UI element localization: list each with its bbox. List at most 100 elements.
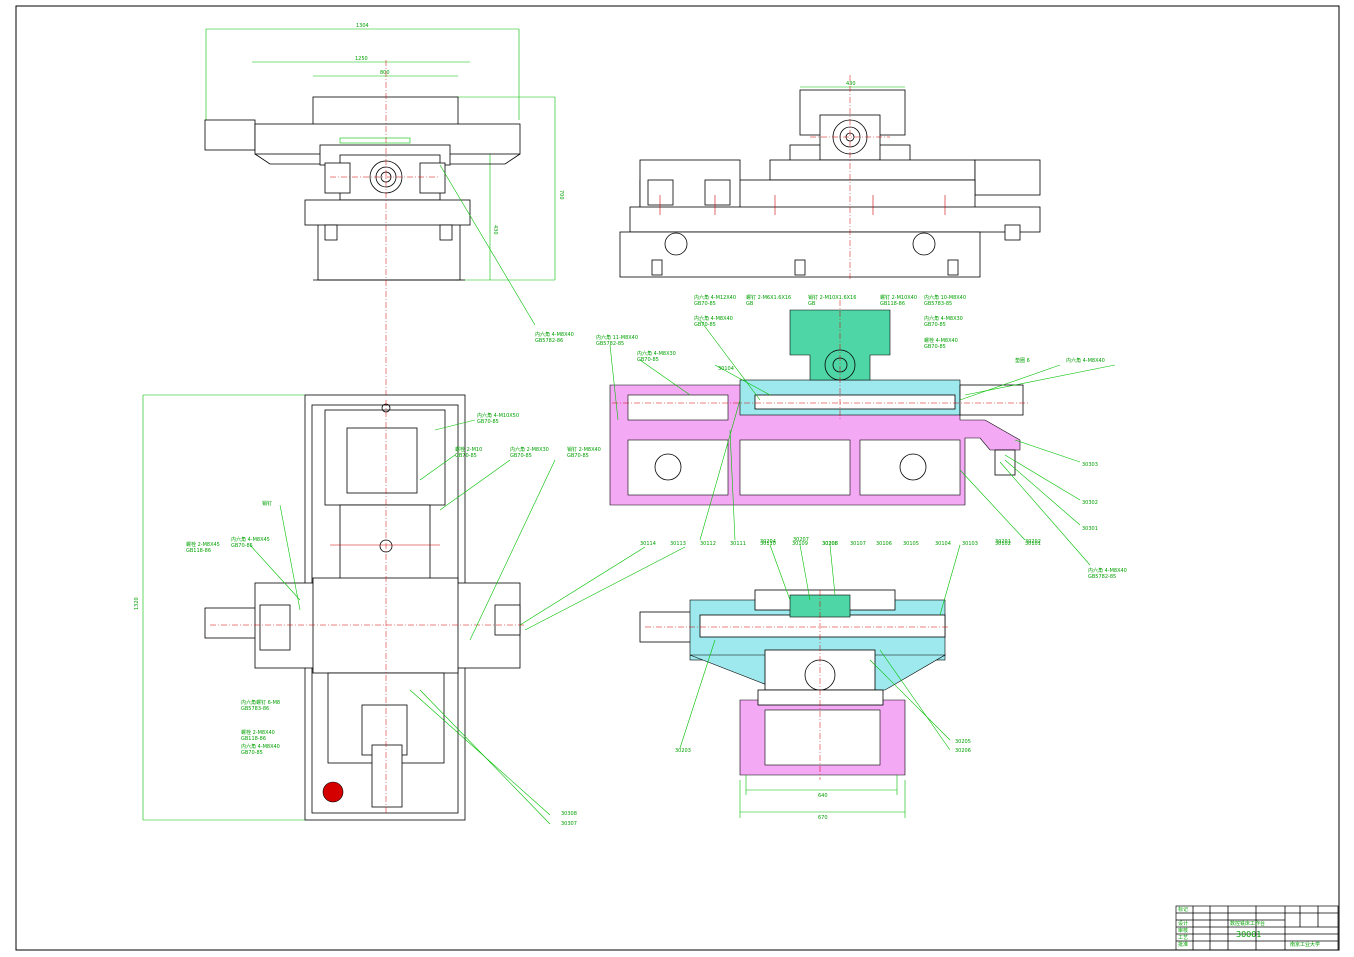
tb-drawing-no: 30001 xyxy=(1236,930,1261,939)
pn-30301: 30301 xyxy=(1082,526,1098,532)
plan-callout-2: 螺栓 2-M10 xyxy=(455,446,482,453)
tb-name: 数控铣床工作台 xyxy=(1230,920,1265,927)
drawing-border xyxy=(15,5,1340,951)
plan-callout-6-std: GB118-86 xyxy=(186,548,211,554)
dim-670: 670 xyxy=(818,815,828,821)
pn-30308: 30308 xyxy=(561,811,577,817)
dim-1250: 1250 xyxy=(355,56,368,62)
plan-callout-3-std: GB70-85 xyxy=(510,453,532,459)
tb-row-1: 标记 xyxy=(1178,906,1188,913)
title-block: 标记 设计 审核 工艺 批准 数控铣床工作台 30001 南京工业大学 xyxy=(1175,905,1339,951)
plan-callout-10-std: GB70-85 xyxy=(241,750,263,756)
sec-callout-6-std: GB70-85 xyxy=(694,322,716,328)
pn-30303: 30303 xyxy=(1082,462,1098,468)
top-callout: 内六角 4-M8X40 xyxy=(535,331,574,338)
plan-callout-1: 内六角 4-M10X50 xyxy=(477,412,519,419)
plan-callout-10: 内六角 4-M8X40 xyxy=(241,743,280,750)
pn-30201: 30201 xyxy=(995,539,1011,545)
dim-1304: 1304 xyxy=(356,23,369,29)
plan-callouts: 内六角 4-M10X50 GB70-85 螺栓 2-M10 GB70-85 内六… xyxy=(186,412,601,827)
tb-school: 南京工业大学 xyxy=(1290,941,1320,948)
pn-section-30114: 30114 xyxy=(640,541,656,547)
tb-row-5: 批准 xyxy=(1178,941,1188,948)
sec-callout-8: 螺栓 4-M8X40 xyxy=(924,337,958,344)
pn-section-30113: 30113 xyxy=(670,541,686,547)
sec-tag-30104: 30104 xyxy=(718,366,734,372)
sec-callout-4-std: GB118-86 xyxy=(880,301,905,307)
sec-callout-2: 螺钉 2-M6X1.6X16 xyxy=(746,294,791,301)
pn-section-30104: 30104 xyxy=(935,541,951,547)
sec-callout-9-std: GB5782-85 xyxy=(596,341,624,347)
sec-callout-7: 内六角 4-M8X30 xyxy=(924,315,963,322)
plan-callout-3: 内六角 2-M8X30 xyxy=(510,446,549,453)
sec-callout-1: 内六角 4-M12X40 xyxy=(694,294,736,301)
dim-800: 800 xyxy=(380,70,390,76)
sec-callout-11: 垫圈 6 xyxy=(1015,357,1030,364)
sec-callout-2-std: GB xyxy=(746,301,754,307)
plan-callout-4-std: GB70-85 xyxy=(567,453,589,459)
tb-row-2: 设计 xyxy=(1178,920,1188,927)
dim-430: 430 xyxy=(492,225,498,235)
top-right-view: 430 xyxy=(619,75,1041,280)
sec-callout-3: 销钉 2-M10X1.6X16 xyxy=(808,294,856,301)
pn-30307: 30307 xyxy=(561,821,577,827)
top-left-view: 1304 1250 800 700 430 xyxy=(204,23,574,580)
pn-section-30102: 30102 xyxy=(995,541,1011,547)
pn-30207: 30207 xyxy=(793,537,809,543)
pn-30206: 30206 xyxy=(955,748,971,754)
top-callout-std: GB5782-86 xyxy=(535,338,563,344)
sec-callout-10: 内六角 4-M8X30 xyxy=(637,350,676,357)
pn-section-30106: 30106 xyxy=(876,541,892,547)
tb-row-3: 审核 xyxy=(1178,927,1188,934)
pn-section-30103: 30103 xyxy=(962,541,978,547)
sec-callout-5-std: GB5783-85 xyxy=(924,301,952,307)
bottom-right-view: 640 670 xyxy=(639,544,961,821)
sec-callout-1-std: GB70-85 xyxy=(694,301,716,307)
sec-callout-13: 内六角 4-M8X40 xyxy=(1088,567,1127,574)
plan-callout-7-std: GB70-85 xyxy=(231,543,253,549)
dim-640: 640 xyxy=(818,793,828,799)
pn-section-30108: 30108 xyxy=(822,541,838,547)
sec-callout-8-std: GB70-85 xyxy=(924,344,946,350)
pn-30208: 30208 xyxy=(822,541,838,547)
pn-30202: 30202 xyxy=(1025,539,1041,545)
plan-callout-6: 螺栓 2-M8X45 xyxy=(186,541,220,548)
sec-callout-4: 螺钉 2-M10X40 xyxy=(880,294,917,301)
dim-700: 700 xyxy=(558,190,564,200)
plan-callout-1-std: GB70-85 xyxy=(477,419,499,425)
pn-section-30111: 30111 xyxy=(730,541,746,547)
dim-front-430: 430 xyxy=(846,81,856,87)
pn-section-30101: 30101 xyxy=(1025,541,1041,547)
pn-30205: 30205 xyxy=(955,739,971,745)
sec-callout-3-std: GB xyxy=(808,301,816,307)
sec-callout-7-std: GB70-85 xyxy=(924,322,946,328)
pn-section-30105: 30105 xyxy=(903,541,919,547)
plan-callout-8-std: GB5783-86 xyxy=(241,706,269,712)
plan-callout-2-std: GB70-85 xyxy=(455,453,477,459)
section-callouts: 内六角 4-M12X40 GB70-85 螺钉 2-M6X1.6X16 GB 销… xyxy=(596,294,1127,580)
sec-callout-13-std: GB5782-85 xyxy=(1088,574,1116,580)
part-numbers-right: 30303 30302 30301 xyxy=(1082,462,1098,532)
sec-callout-10-std: GB70-85 xyxy=(637,357,659,363)
plan-view: 1320 xyxy=(134,394,686,825)
plan-callout-7: 内六角 4-M8X45 xyxy=(231,536,270,543)
pn-section-30112: 30112 xyxy=(700,541,716,547)
pn-section-30109: 30109 xyxy=(792,541,808,547)
tb-row-4: 工艺 xyxy=(1178,935,1188,941)
dim-1320: 1320 xyxy=(134,597,140,610)
pn-30204: 30204 xyxy=(760,539,776,545)
plan-callout-9: 螺栓 2-M8X40 xyxy=(241,729,275,736)
pn-section-30110: 30110 xyxy=(760,541,776,547)
sec-callout-5: 内六角 10-M8X40 xyxy=(924,294,966,301)
plan-callout-9-std: GB118-86 xyxy=(241,736,266,742)
pn-section-30107: 30107 xyxy=(850,541,866,547)
plan-callout-4: 销钉 2-M8X40 xyxy=(567,446,601,453)
plan-callout-5: 销钉 xyxy=(262,500,272,507)
plan-callout-8: 内六角螺钉 6-M8 xyxy=(241,699,280,706)
pn-30302: 30302 xyxy=(1082,500,1098,506)
sec-callout-12: 内六角 4-M8X40 xyxy=(1066,357,1105,364)
cross-section-view xyxy=(609,300,1116,566)
pn-30203: 30203 xyxy=(675,748,691,754)
bottom-part-numbers: 30203 30205 30206 30204 30207 30208 3020… xyxy=(675,537,1041,754)
